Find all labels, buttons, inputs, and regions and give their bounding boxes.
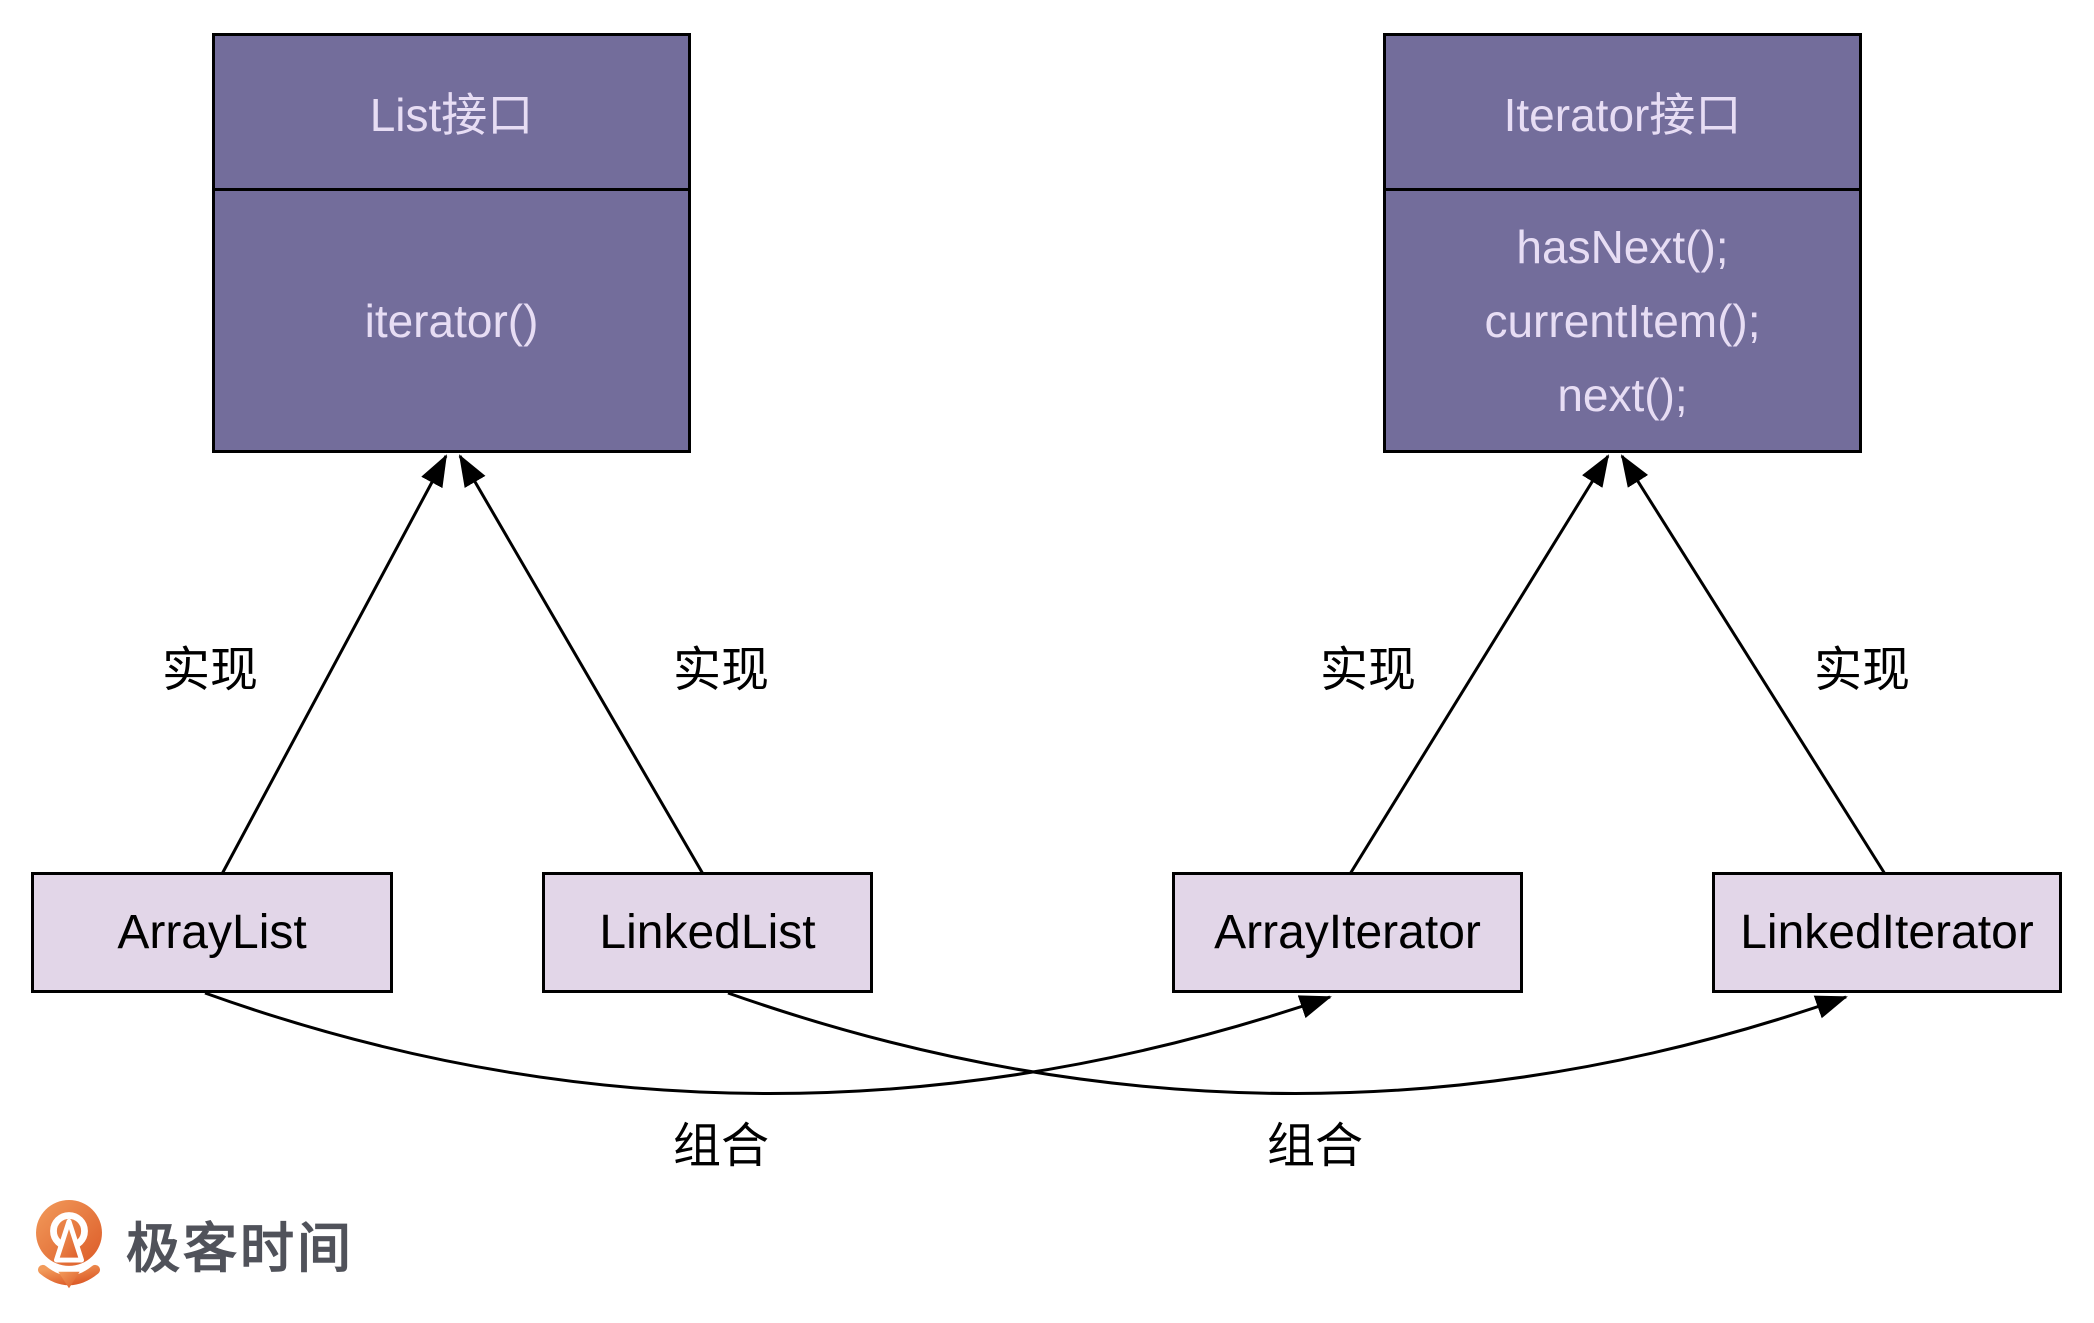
class-label-linkediterator: LinkedIterator <box>1740 906 2034 959</box>
composition-arrow-linkedlist-linkediterator <box>727 991 1848 1095</box>
logo-text: 极客时间 <box>126 1219 354 1279</box>
edge-label-implements-1: 实现 <box>161 644 259 697</box>
implements-arrow-linkedlist-list <box>458 454 705 875</box>
edge-label-implements-3: 实现 <box>1319 644 1417 697</box>
class-box-linkedlist: LinkedList <box>542 872 873 993</box>
class-label-arraylist: ArrayList <box>117 906 307 959</box>
method-label: next(); <box>1557 368 1688 421</box>
class-title-iterator-interface: Iterator接口 <box>1386 36 1859 191</box>
geektime-pin-icon <box>36 1199 102 1289</box>
method-label: iterator() <box>364 294 539 347</box>
class-box-arrayiterator: ArrayIterator <box>1172 872 1523 993</box>
class-box-iterator-interface: Iterator接口 hasNext(); currentItem(); nex… <box>1383 33 1862 453</box>
method-label: currentItem(); <box>1484 294 1761 347</box>
edge-label-implements-2: 实现 <box>672 644 770 697</box>
implements-arrow-linkediterator-iterator <box>1620 454 1887 875</box>
edge-label-implements-4: 实现 <box>1813 644 1911 697</box>
class-box-list-interface: List接口 iterator() <box>212 33 691 453</box>
class-box-arraylist: ArrayList <box>31 872 393 993</box>
edge-label-composition-1: 组合 <box>672 1120 770 1173</box>
class-methods-iterator-interface: hasNext(); currentItem(); next(); <box>1386 191 1859 450</box>
logo: 极客时间 <box>30 1198 354 1295</box>
implements-arrow-arrayiterator-iterator <box>1348 454 1610 875</box>
class-box-linkediterator: LinkedIterator <box>1712 872 2062 993</box>
class-title-list-interface: List接口 <box>215 36 688 191</box>
method-label: hasNext(); <box>1516 220 1729 273</box>
composition-arrow-arraylist-arrayiterator <box>204 991 1332 1095</box>
class-label-linkedlist: LinkedList <box>599 906 816 959</box>
edge-label-composition-2: 组合 <box>1266 1120 1364 1173</box>
class-methods-list-interface: iterator() <box>215 191 688 450</box>
implements-arrow-arraylist-list <box>220 454 448 875</box>
class-label-arrayiterator: ArrayIterator <box>1214 906 1481 959</box>
